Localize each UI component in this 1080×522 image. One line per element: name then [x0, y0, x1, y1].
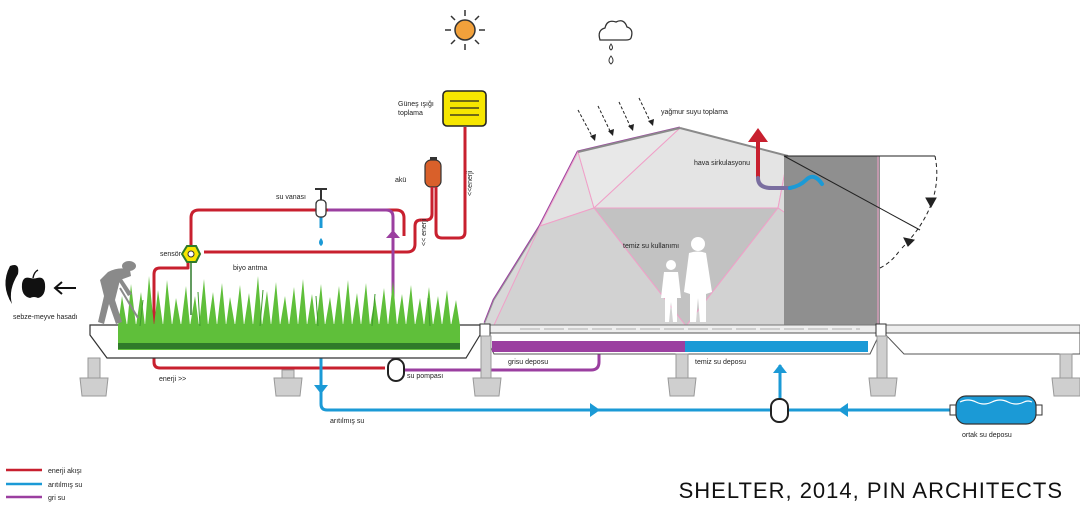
- grass: [118, 276, 460, 326]
- water-pump-label: su pompası: [407, 373, 443, 380]
- pump-icon: [387, 358, 405, 382]
- sun-icon: [445, 10, 485, 50]
- solar-collection-label-2: toplama: [398, 110, 423, 117]
- foundation-piers: [79, 335, 1080, 397]
- door-swing: [783, 155, 938, 269]
- rain-arrows: [577, 97, 652, 139]
- purified-arrow-2: [838, 403, 848, 417]
- purified-arrow-5: [314, 385, 328, 394]
- energy-vertical-label-1: <<enerji: [467, 170, 474, 196]
- purified-arrow-1: [590, 403, 600, 417]
- legend: enerji akışı arıtılmış su gri su: [6, 468, 82, 502]
- bio-cultivation-label: biyo antma: [233, 265, 267, 272]
- water-tap-icon: [315, 188, 327, 246]
- legend-purified-water: arıtılmış su: [48, 482, 82, 489]
- water-tank-icon: [949, 395, 1043, 425]
- solar-panel-icon: [442, 90, 487, 127]
- battery-icon: [424, 157, 442, 188]
- energy-flow-lines: [152, 127, 467, 370]
- fruit-icon: [5, 265, 76, 304]
- grass-detail: [139, 289, 431, 327]
- battery-label: akü: [395, 177, 406, 184]
- clean-tank-label: temiz su deposu: [695, 359, 746, 366]
- purified-arrow-3: [773, 364, 787, 373]
- pump-icon: [770, 398, 789, 423]
- sensor-icon: [180, 245, 202, 315]
- energy-vertical-label-2: << enerji: [421, 218, 428, 246]
- planting-bed: [89, 324, 481, 359]
- rain-arrow-heads: [590, 119, 654, 141]
- clean-use-label: temiz su kullanımı: [623, 243, 679, 250]
- rain-collection-label: yağmur suyu toplama: [661, 109, 728, 116]
- gardener-icon: [98, 261, 139, 324]
- air-circulation-arrow: [756, 136, 824, 190]
- shared-tank-label: ortak su deposu: [962, 432, 1012, 439]
- energy-bottom-label: enerji >>: [159, 376, 186, 383]
- sensor-label: sensör: [160, 251, 182, 258]
- grey-tank-label: grisu deposu: [508, 359, 548, 366]
- air-circulation-label: hava sirkulasyonu: [694, 160, 750, 167]
- people-icon: [661, 237, 712, 322]
- purified-water-label: arıtılmış su: [330, 418, 364, 425]
- grey-water-arrow-up: [386, 230, 400, 238]
- rain-cloud-icon: [598, 20, 633, 65]
- air-arrow-head: [748, 128, 768, 142]
- solar-collection-label-1: Güneş ışığı: [398, 101, 434, 108]
- water-valve-label: su vanası: [276, 194, 306, 201]
- diagram-title: SHELTER, 2014, PIN ARCHITECTS: [679, 478, 1063, 503]
- legend-energy: enerji akışı: [48, 468, 82, 475]
- shelter-dome: [483, 127, 880, 327]
- dome-floor: [483, 324, 881, 355]
- harvest-label: sebze-meyve hasadı: [13, 314, 78, 321]
- legend-grey-water: gri su: [48, 495, 65, 502]
- adjacent-module: [479, 323, 1080, 355]
